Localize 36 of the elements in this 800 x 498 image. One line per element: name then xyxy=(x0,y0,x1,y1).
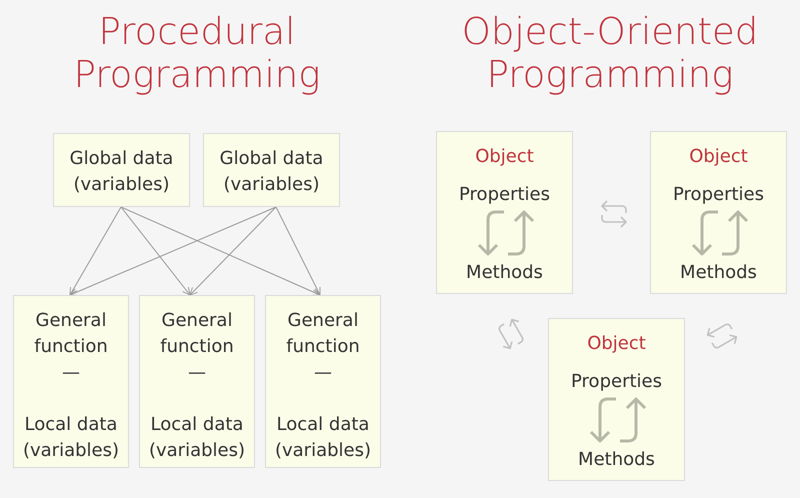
function-label: General function xyxy=(159,309,235,359)
local-data-label: Local data (variables) xyxy=(22,413,120,463)
local-data-label: Local data (variables) xyxy=(274,413,372,463)
object-box xyxy=(548,318,685,481)
object-box xyxy=(436,131,573,294)
connector-line xyxy=(190,206,276,296)
separator-dash: — xyxy=(313,361,333,385)
properties-label: Properties xyxy=(673,183,764,207)
methods-label: Methods xyxy=(466,261,543,285)
local-data-label: Local data (variables) xyxy=(148,413,246,463)
function-label: General function xyxy=(33,309,109,359)
data-box xyxy=(53,133,190,207)
connector-line xyxy=(120,206,190,296)
properties-label: Properties xyxy=(571,370,662,394)
data-label: Global data (variables) xyxy=(218,147,324,197)
properties-label: Properties xyxy=(459,183,550,207)
data-label: Global data (variables) xyxy=(68,147,174,197)
function-box xyxy=(139,295,255,468)
connector-line xyxy=(70,206,122,296)
connector-line xyxy=(120,206,320,296)
connector-line xyxy=(276,206,320,296)
function-box xyxy=(13,295,129,468)
object-label: Object xyxy=(475,145,534,169)
function-label: General function xyxy=(285,309,361,359)
separator-dash: — xyxy=(187,361,207,385)
object-box xyxy=(650,131,787,294)
object-label: Object xyxy=(587,332,646,356)
connector-line xyxy=(70,206,276,296)
data-box xyxy=(203,133,340,207)
heading: Procedural Programming xyxy=(72,10,322,96)
methods-label: Methods xyxy=(680,261,757,285)
separator-dash: — xyxy=(61,361,81,385)
object-label: Object xyxy=(689,145,748,169)
heading: Object-Oriented Programming xyxy=(460,10,760,96)
methods-label: Methods xyxy=(578,448,655,472)
function-box xyxy=(265,295,381,468)
